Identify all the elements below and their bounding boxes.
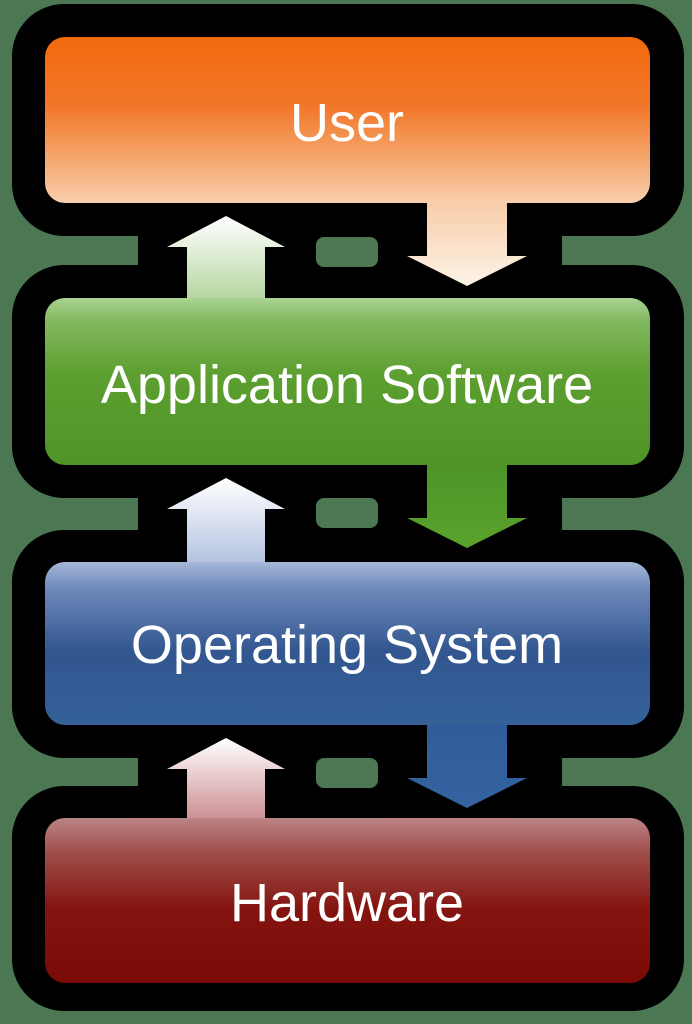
down-arrow-os-to-hardware [407, 715, 527, 808]
up-arrow-os-to-application [167, 478, 285, 567]
operating-system-layer-label: Operating System [131, 615, 563, 675]
application-software-layer-label: Application Software [101, 355, 593, 415]
user-layer-label: User [290, 93, 404, 153]
hardware-layer-box [45, 818, 650, 983]
band-window-3 [316, 758, 378, 788]
up-arrow-application-to-user [167, 216, 285, 303]
up-arrow-hardware-to-os [167, 738, 285, 823]
down-arrow-application-to-os [407, 455, 527, 548]
user-layer-box [45, 37, 650, 203]
band-window-2 [316, 498, 378, 528]
down-arrow-user-to-application [407, 193, 527, 286]
operating-system-layer-box [45, 562, 650, 725]
application-software-layer-box [45, 298, 650, 465]
band-window-1 [316, 237, 378, 267]
hardware-layer-label: Hardware [230, 873, 464, 933]
